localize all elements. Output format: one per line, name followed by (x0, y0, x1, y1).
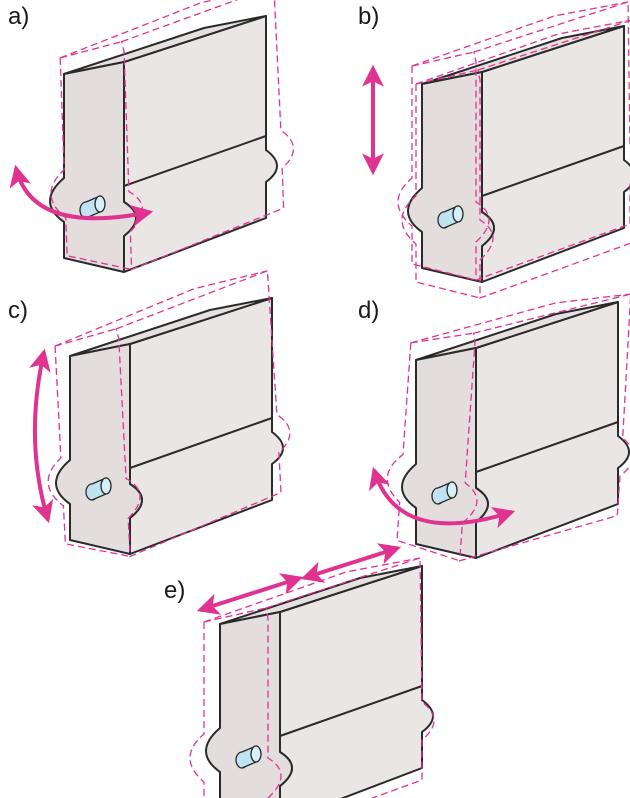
axial-arrow-e-left (196, 573, 304, 615)
panel-a: a) (8, 0, 299, 273)
panel-c-label: c) (8, 297, 28, 324)
panel-a-block (43, 0, 299, 273)
panel-e: e) (164, 543, 435, 798)
rotation-arrow-d (369, 466, 516, 529)
rotation-arrow-c (29, 348, 54, 524)
panel-a-label: a) (8, 3, 29, 30)
panel-e-label: e) (164, 577, 185, 604)
panel-d: d) (358, 277, 630, 574)
panel-b-label: b) (358, 3, 379, 30)
panel-d-block (381, 277, 630, 574)
panel-b: b) (358, 1, 630, 299)
panel-b-block (397, 1, 630, 299)
panel-d-label: d) (358, 297, 379, 324)
panel-c: c) (8, 269, 297, 562)
panel-c-block (37, 269, 297, 562)
panel-e-block (189, 557, 435, 798)
rotation-arrow-a (9, 164, 154, 227)
axial-arrow-e-right (300, 543, 402, 583)
